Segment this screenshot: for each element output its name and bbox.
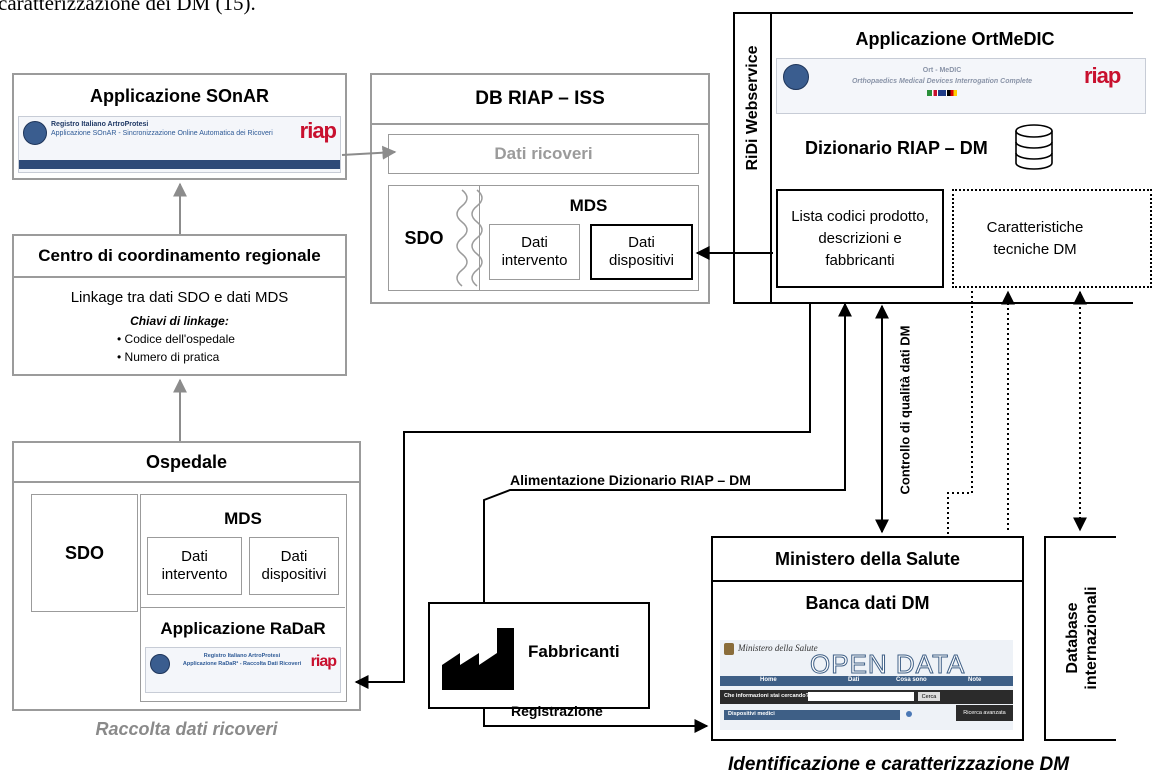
centro-key-2: • Numero di pratica xyxy=(117,350,220,364)
key-text: Numero di pratica xyxy=(124,350,220,364)
radar-banner: Registro Italiano ArtroProtesi Applicazi… xyxy=(145,647,341,693)
ospedale-dati-dispositivi: Dati dispositivi xyxy=(249,537,339,595)
caratteristiche-box: Caratteristiche tecniche DM xyxy=(952,189,1152,288)
opendata-list-item[interactable]: Dispositivi medici xyxy=(724,710,900,720)
db-title: DB RIAP – ISS xyxy=(372,75,708,125)
ortmedic-outer: RiDi Webservice Applicazione OrtMeDIC Or… xyxy=(733,12,1152,304)
riap-logo: riap xyxy=(1084,63,1121,88)
opendata-nav-home[interactable]: Home xyxy=(760,677,777,683)
raccolta-caption: Raccolta dati ricoveri xyxy=(95,719,278,739)
seal-logo-icon xyxy=(23,121,47,145)
factory-icon xyxy=(442,628,514,690)
opendata-nav-note[interactable]: Note xyxy=(968,677,982,683)
fabbricanti-box: Fabbricanti xyxy=(428,602,650,709)
ministero-box: Ministero della Salute Banca dati DM Min… xyxy=(711,536,1024,741)
identificazione-caption: Identificazione e caratterizzazione DM xyxy=(728,754,1070,775)
db-dati-intervento: Dati intervento xyxy=(489,224,580,280)
ortmedic-title: Applicazione OrtMeDIC xyxy=(855,29,1055,49)
radar-banner-line2: Applicazione RaDaR² - Raccolta Dati Rico… xyxy=(182,661,302,667)
opendata-title: OPEN DATA xyxy=(809,649,966,679)
ministero-title: Ministero della Salute xyxy=(713,538,1022,582)
centro-linkage: Linkage tra dati SDO e dati MDS xyxy=(70,289,289,306)
sonar-navbar xyxy=(19,160,340,169)
alimentazione-label: Alimentazione Dizionario RIAP – DM xyxy=(510,472,751,488)
database-internazionali-box: Database internazionali xyxy=(1044,536,1116,741)
ospedale-mds-divider xyxy=(141,607,345,608)
flags-icon xyxy=(927,90,957,96)
ospedale-mds-title: MDS xyxy=(224,509,262,528)
centro-keys-title: Chiavi di linkage: xyxy=(130,314,229,328)
radar-banner-line1: Registro Italiano ArtroProtesi xyxy=(203,653,281,659)
connectors xyxy=(173,145,1087,733)
ospedale-mds: MDS Dati intervento Dati dispositivi App… xyxy=(140,494,347,702)
opendata-advanced-search[interactable]: Ricerca avanzata xyxy=(956,705,1013,721)
db-dati-ricoveri: Dati ricoveri xyxy=(388,134,699,174)
opendata-nav-dati[interactable]: Dati xyxy=(848,677,860,683)
opendata-search-label: Che informazioni stai cercando? xyxy=(724,693,809,699)
ortmedic-banner-line2: Orthopaedics Medical Devices Interrogati… xyxy=(851,78,1033,85)
database-icon xyxy=(1015,124,1053,170)
key-text: Codice dell'ospedale xyxy=(124,332,235,346)
db-box: DB RIAP – ISS Dati ricoveri SDO MDS Dati… xyxy=(370,73,710,304)
sonar-box: Applicazione SOnAR Registro Italiano Art… xyxy=(12,73,347,180)
opendata-nav-cosa[interactable]: Cosa sono xyxy=(896,677,927,683)
ortmedic-banner: Ort - MeDIC Orthopaedics Medical Devices… xyxy=(776,58,1146,114)
sonar-title: Applicazione SOnAR xyxy=(89,86,269,106)
db-mds: MDS Dati intervento Dati dispositivi xyxy=(479,185,699,291)
opendata-screenshot: Ministero della Salute OPEN DATA Home Da… xyxy=(720,640,1013,730)
radar-title: Applicazione RaDaR xyxy=(160,619,326,638)
sonar-banner: Registro Italiano ArtroProtesi Applicazi… xyxy=(18,116,341,173)
sonar-banner-line2: Applicazione SOnAR - Sincronizzazione On… xyxy=(51,130,273,137)
fabbricanti-label: Fabbricanti xyxy=(528,642,620,661)
ospedale-sdo: SDO xyxy=(31,494,138,612)
centro-title: Centro di coordinamento regionale xyxy=(14,236,345,278)
registrazione-label: Registrazione xyxy=(511,703,603,719)
riap-logo: riap xyxy=(299,118,337,143)
radio-icon[interactable] xyxy=(906,711,912,717)
controllo-label: Controllo di qualità dati DM xyxy=(897,325,913,495)
db-mds-title: MDS xyxy=(569,196,608,215)
ospedale-box: Ospedale SDO MDS Dati intervento Dati di… xyxy=(12,441,361,711)
ospedale-dati-intervento: Dati intervento xyxy=(147,537,242,595)
opendata-list-item-label: Dispositivi medici xyxy=(728,711,775,717)
opendata-search-button[interactable]: Cerca xyxy=(918,692,940,701)
ospedale-title: Ospedale xyxy=(14,443,359,483)
italy-emblem-icon xyxy=(724,643,734,655)
opendata-search-input[interactable] xyxy=(808,692,914,701)
ortmedic-banner-line1: Ort - MeDIC xyxy=(922,67,962,74)
dizionario-title: Dizionario RIAP – DM xyxy=(805,138,988,158)
ridi-webservice: RiDi Webservice xyxy=(735,14,772,302)
seal-logo-icon xyxy=(783,64,809,90)
sonar-banner-line1: Registro Italiano ArtroProtesi xyxy=(51,121,149,128)
banca-title: Banca dati DM xyxy=(805,593,930,613)
centro-box: Centro di coordinamento regionale Linkag… xyxy=(12,234,347,376)
opendata-brand: Ministero della Salute xyxy=(738,643,818,653)
db-dati-dispositivi: Dati dispositivi xyxy=(590,224,693,280)
opendata-nav xyxy=(720,676,1013,686)
riap-logo: riap xyxy=(310,653,337,670)
centro-key-1: • Codice dell'ospedale xyxy=(117,332,235,346)
seal-logo-icon xyxy=(150,654,170,674)
header-fragment: caratterizzazione dei DM (15). xyxy=(0,0,256,15)
lista-box: Lista codici prodotto, descrizioni e fab… xyxy=(776,189,944,288)
